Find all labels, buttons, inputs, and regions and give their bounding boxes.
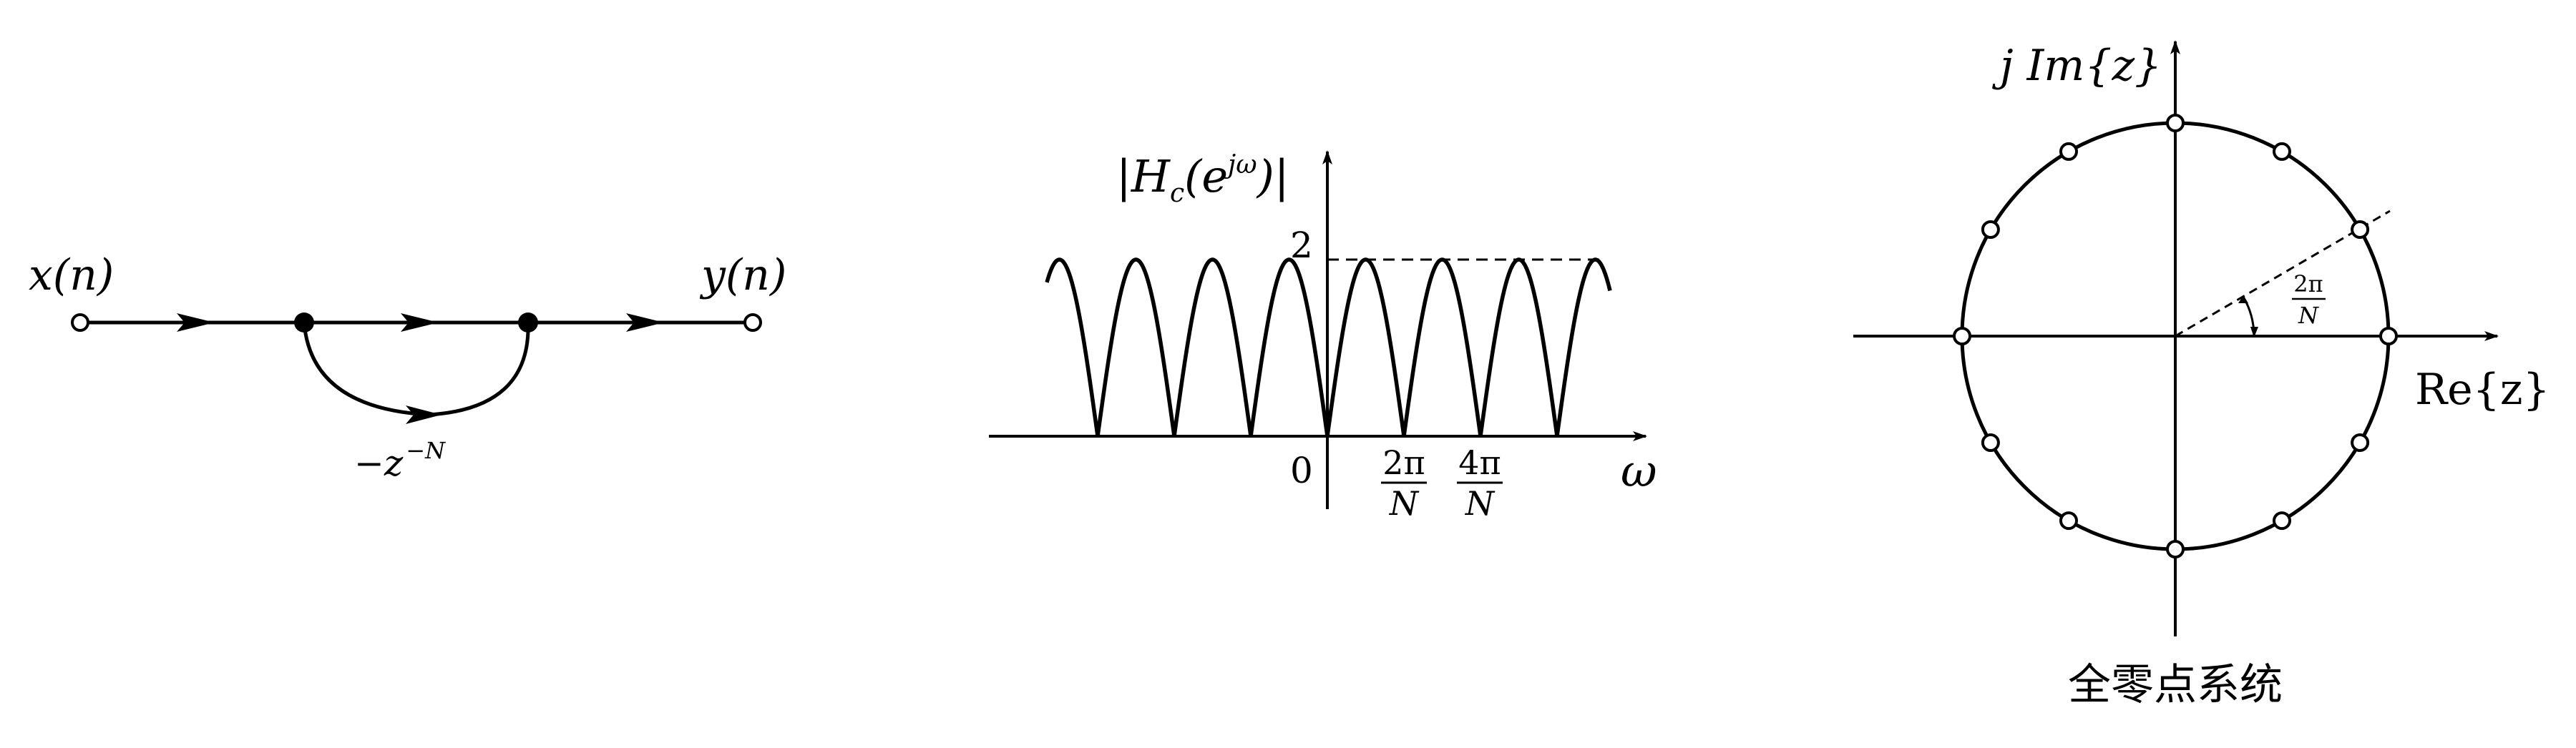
zero-marker <box>1953 327 1971 345</box>
magnitude-axis-label: |Hc(ejω)| <box>1116 150 1289 208</box>
branch-arrow-1 <box>177 313 215 332</box>
zero-marker <box>2166 540 2185 558</box>
signal-flow-graph: x(n) y(n) −z−N <box>29 250 786 484</box>
angle-label: 2π N <box>2292 270 2326 329</box>
branch-node-2 <box>518 313 538 333</box>
svg-text:2π: 2π <box>1382 443 1425 482</box>
zero-marker <box>2059 511 2078 531</box>
omega-axis-label: ω <box>1621 445 1657 497</box>
branch-gain-label: −z−N <box>354 437 446 484</box>
zero-marker <box>2351 220 2370 239</box>
svg-text:4π: 4π <box>1458 443 1501 482</box>
svg-text:2π: 2π <box>2293 270 2323 297</box>
svg-text:N: N <box>1389 484 1420 523</box>
output-label: y(n) <box>699 250 786 300</box>
input-label: x(n) <box>29 250 114 300</box>
input-node <box>71 313 89 332</box>
magnitude-response-chart: |Hc(ejω)| 2 0 ω 2π N 4π N <box>989 150 1657 523</box>
system-caption: 全零点系统 <box>2068 660 2283 710</box>
magnitude-response-curve <box>1045 257 1612 437</box>
tick-label-4pi-over-n: 4π N <box>1457 443 1503 523</box>
zeros <box>1953 114 2398 558</box>
output-node <box>743 313 762 332</box>
zero-marker <box>2059 142 2078 161</box>
angle-arrow-upper <box>2238 295 2248 303</box>
tick-label-2pi-over-n: 2π N <box>1381 443 1427 523</box>
branch-arrow-feedback <box>406 405 441 424</box>
zero-marker <box>2273 142 2291 161</box>
peak-value-label: 2 <box>1290 225 1313 266</box>
zero-marker <box>2379 327 2398 345</box>
z-plane-diagram: 2π N j Im{z} Re{z} 全零点系统 <box>1853 40 2550 710</box>
branch-node-1 <box>294 313 314 333</box>
zero-marker <box>2166 114 2185 132</box>
branch-arrow-2 <box>401 313 439 332</box>
zero-marker <box>2273 511 2291 531</box>
svg-text:N: N <box>2298 302 2319 329</box>
feedback-branch <box>302 322 530 417</box>
svg-text:N: N <box>1465 484 1496 523</box>
zero-marker <box>1981 433 2000 452</box>
origin-label: 0 <box>1290 450 1313 491</box>
zero-marker <box>1981 220 2000 239</box>
imaginary-axis-label: j Im{z} <box>1992 41 2162 91</box>
real-axis-label: Re{z} <box>2415 365 2550 415</box>
branch-arrow-3 <box>626 313 664 332</box>
angle-arrow-lower <box>2250 327 2258 338</box>
zero-marker <box>2351 433 2370 452</box>
